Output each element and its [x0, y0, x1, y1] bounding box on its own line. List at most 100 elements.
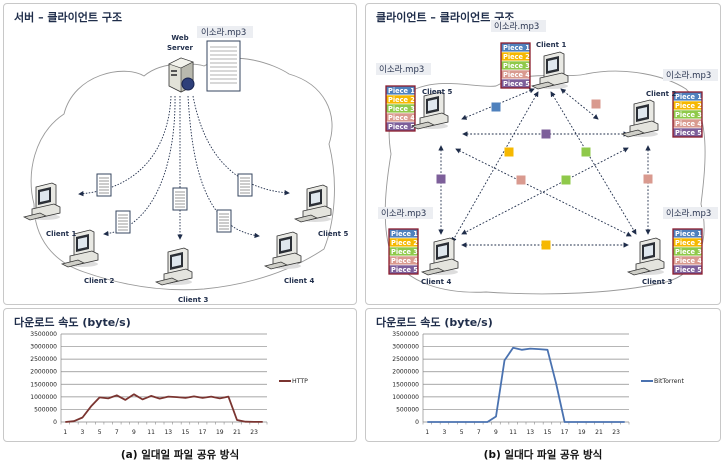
x-tick-label: 19 [216, 429, 224, 436]
server-client-panel: 서버 – 클라이언트 구조 [3, 3, 357, 305]
flow-to-client-1 [78, 95, 172, 197]
x-tick-label: 1 [63, 429, 67, 436]
y-tick-label: 1500000 [392, 381, 419, 388]
client-2-label: Client 2 [84, 277, 114, 285]
x-tick-label: 9 [132, 429, 136, 436]
y-tick-label: 500000 [396, 406, 419, 413]
piece-1-label: Piece 1 [675, 93, 702, 101]
transfer-piece-marker [643, 174, 653, 184]
x-tick-label: 3 [443, 429, 447, 436]
server-client-diagram: 이소라.mp3 Web Server [23, 26, 348, 304]
y-tick-label: 2500000 [392, 356, 419, 363]
client-5-label: Client 5 [318, 230, 348, 238]
piece-1-label: Piece 1 [503, 44, 530, 52]
panel-title: 서버 – 클라이언트 구조 [14, 11, 123, 24]
x-tick-label: 15 [544, 429, 552, 436]
p2p-link [550, 91, 637, 235]
piece-2-label: Piece 2 [388, 96, 415, 104]
series-line-http [65, 393, 263, 423]
piece-4-label: Piece 4 [675, 257, 702, 265]
x-tick-label: 9 [494, 429, 498, 436]
client-4-computer-icon [264, 231, 302, 270]
piece-3-label: Piece 3 [503, 62, 530, 70]
panel-title: 클라이언트 – 클라이언트 구조 [376, 11, 515, 24]
transfer-piece-marker [436, 174, 446, 184]
y-tick-label: 0 [53, 419, 57, 426]
piece-2-label: Piece 2 [391, 239, 418, 247]
piece-5-label: Piece 5 [503, 80, 530, 88]
client-4-label: Client 4 [284, 277, 314, 285]
y-tick-label: 3500000 [30, 331, 57, 338]
x-tick-label: 21 [233, 429, 241, 436]
x-tick-label: 1 [425, 429, 429, 436]
y-tick-label: 1000000 [30, 394, 57, 401]
transfer-piece-marker [541, 129, 551, 139]
client-1-computer-icon [531, 51, 569, 90]
caption-right: (b) 일대다 파일 공유 방식 [483, 449, 603, 461]
piece-1-label: Piece 1 [675, 230, 702, 238]
x-tick-label: 17 [199, 429, 207, 436]
x-tick-label: 19 [578, 429, 586, 436]
server-label: Web [171, 34, 188, 42]
piece-4-label: Piece 4 [675, 120, 702, 128]
series-line-bittorrent [427, 346, 625, 423]
file-name-label: 이소라.mp3 [381, 208, 426, 219]
x-tick-label: 13 [164, 429, 172, 436]
file-name-label: 이소라.mp3 [201, 27, 246, 38]
client-4-label: Client 4 [421, 278, 451, 286]
piece-5-label: Piece 5 [675, 129, 702, 137]
client-3-computer-icon [155, 247, 193, 286]
file-name-label: 이소라.mp3 [379, 64, 424, 75]
legend-label: BitTorrent [654, 378, 684, 385]
y-tick-label: 0 [415, 419, 419, 426]
y-tick-label: 3000000 [30, 344, 57, 351]
bittorrent-chart-panel: 다운로드 속도 (byte/s) 0 500000 1000000 1500000 20… [365, 308, 721, 442]
y-tick-label: 500000 [34, 406, 57, 413]
mp3-file-icon [206, 40, 241, 92]
piece-5-label: Piece 5 [675, 266, 702, 274]
transfer-piece-marker [504, 147, 514, 157]
y-tick-label: 2500000 [30, 356, 57, 363]
piece-2-label: Piece 2 [503, 53, 530, 61]
transfer-piece-marker [491, 102, 501, 112]
x-tick-label: 7 [477, 429, 481, 436]
piece-1-label: Piece 1 [391, 230, 418, 238]
bittorrent-download-chart: 0500000100000015000002000000250000030000… [392, 331, 684, 436]
web-server-icon [168, 57, 195, 93]
piece-4-label: Piece 4 [503, 71, 530, 79]
y-tick-label: 2000000 [30, 369, 57, 376]
p2p-link [455, 148, 632, 237]
transfer-piece-marker [561, 175, 571, 185]
client-3-label: Client 3 [642, 278, 672, 286]
y-tick-label: 3500000 [392, 331, 419, 338]
x-tick-label: 21 [595, 429, 603, 436]
chart-title: 다운로드 속도 (byte/s) [376, 316, 493, 329]
x-tick-label: 13 [526, 429, 534, 436]
y-tick-label: 1000000 [392, 394, 419, 401]
x-tick-label: 5 [98, 429, 102, 436]
x-tick-label: 5 [460, 429, 464, 436]
y-tick-label: 2000000 [392, 369, 419, 376]
client-3-label: Client 3 [178, 296, 208, 304]
p2p-link [461, 147, 629, 235]
client-5-computer-icon [294, 184, 332, 223]
x-tick-label: 11 [147, 429, 155, 436]
client-2-label: Client 2 [646, 90, 676, 98]
x-tick-label: 3 [81, 429, 85, 436]
y-tick-label: 1500000 [30, 381, 57, 388]
flow-to-client-4 [187, 95, 260, 239]
client-1-label: Client 1 [46, 230, 76, 238]
x-tick-label: 15 [182, 429, 190, 436]
client-3-computer-icon [627, 237, 665, 276]
